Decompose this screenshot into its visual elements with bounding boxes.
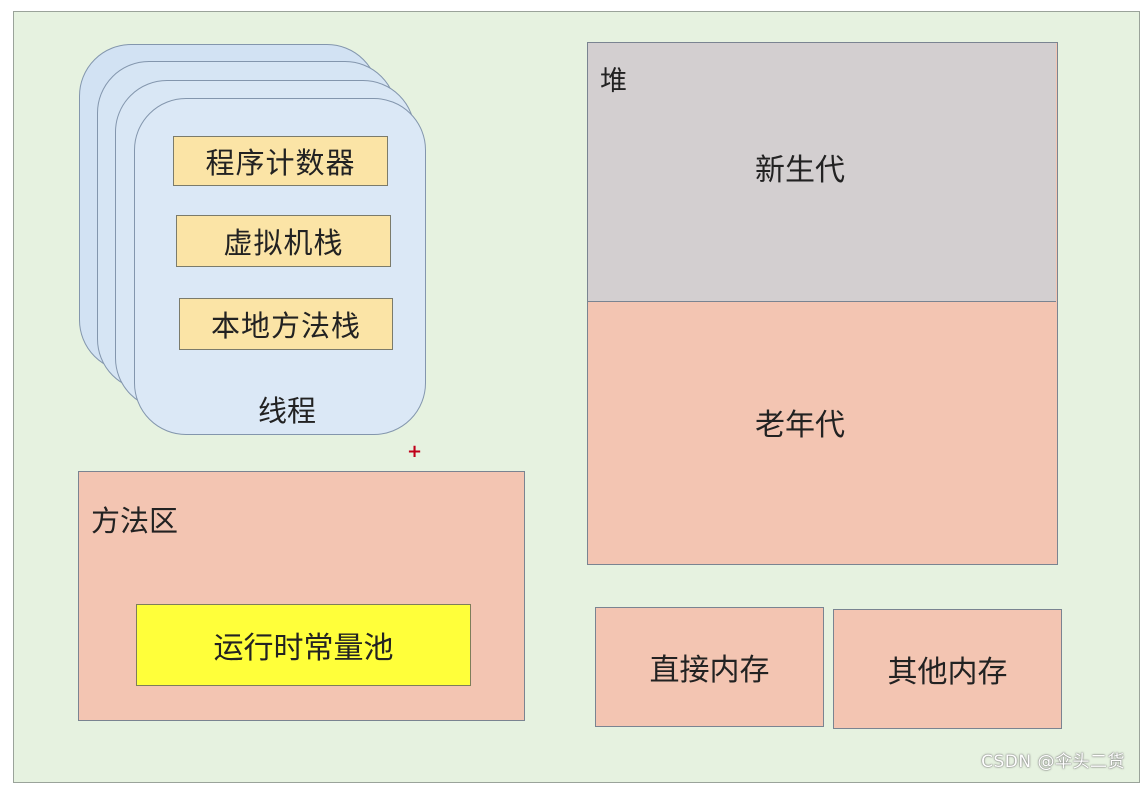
runtime-constant-pool-label: 运行时常量池 [213, 631, 394, 666]
young-generation-box: 新生代 [588, 43, 1056, 302]
jvm-memory-diagram: 程序计数器 虚拟机栈 本地方法栈 线程 方法区 运行时常量池 新生代 堆 老年代… [13, 11, 1140, 783]
old-generation-label: 老年代 [755, 408, 845, 443]
direct-memory-box: 直接内存 [595, 607, 824, 727]
native-method-stack-box: 本地方法栈 [179, 298, 393, 350]
crosshair-cursor-icon: + [407, 441, 423, 462]
method-area-box: 方法区 运行时常量池 [78, 471, 525, 721]
heap-box: 新生代 堆 老年代 [587, 42, 1058, 565]
other-memory-label: 其他内存 [887, 655, 1008, 690]
direct-memory-label: 直接内存 [649, 653, 770, 688]
program-counter-label: 程序计数器 [205, 146, 356, 180]
runtime-constant-pool-box: 运行时常量池 [136, 604, 471, 686]
vm-stack-label: 虚拟机栈 [223, 226, 344, 260]
old-generation-box: 老年代 [588, 302, 1056, 564]
method-area-label: 方法区 [91, 504, 179, 538]
thread-label: 线程 [258, 394, 317, 428]
native-method-stack-label: 本地方法栈 [210, 309, 361, 343]
heap-label: 堆 [600, 66, 627, 97]
vm-stack-box: 虚拟机栈 [176, 215, 391, 267]
program-counter-box: 程序计数器 [173, 136, 388, 186]
other-memory-box: 其他内存 [833, 609, 1062, 729]
young-generation-label: 新生代 [755, 153, 845, 188]
watermark: CSDN @伞头二货 [981, 752, 1125, 772]
